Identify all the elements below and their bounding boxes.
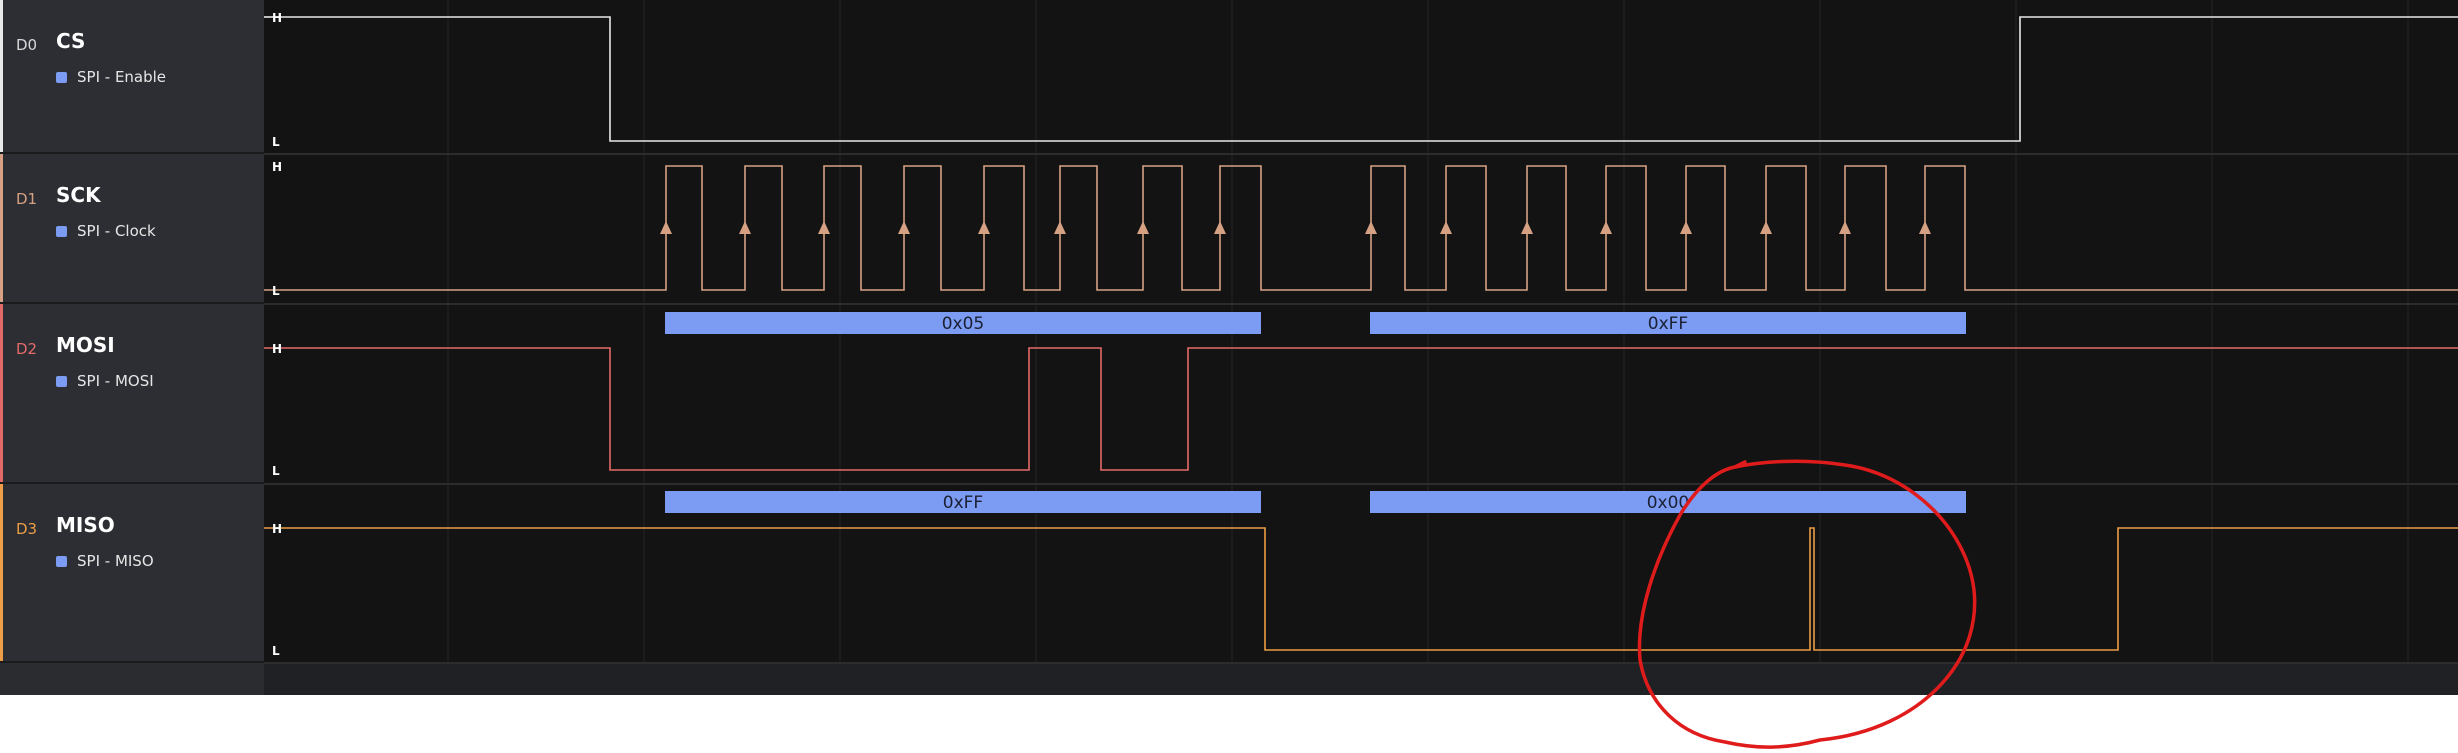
rising-edge-arrow-icon xyxy=(1365,221,1377,234)
analyzer-tag: SPI - Clock xyxy=(56,222,156,240)
sck-rising-edge-markers xyxy=(660,221,1931,234)
analyzer-color-swatch xyxy=(56,555,67,567)
rising-edge-arrow-icon xyxy=(1054,221,1066,234)
channel-accent xyxy=(0,0,3,152)
channel-separators xyxy=(264,153,2458,664)
sck-high-marker: H xyxy=(272,160,282,174)
waveform-scroll-strip[interactable] xyxy=(264,663,2458,695)
miso-high-marker: H xyxy=(272,522,282,536)
rising-edge-arrow-icon xyxy=(1839,221,1851,234)
channel-label-d3[interactable]: D3 MISO SPI - MISO xyxy=(0,484,264,663)
channel-waveform-mosi: 0x05 0xFF H L xyxy=(264,312,2458,478)
channel-name: CS xyxy=(56,29,86,53)
channel-id: D0 xyxy=(16,36,38,54)
annotation-circle xyxy=(1637,459,1977,749)
rising-edge-arrow-icon xyxy=(978,221,990,234)
channel-name: SCK xyxy=(56,183,101,207)
rising-edge-arrow-icon xyxy=(818,221,830,234)
channel-id: D3 xyxy=(16,520,38,538)
mosi-decoded-byte-label: 0x05 xyxy=(942,314,985,334)
analyzer-color-swatch xyxy=(56,225,67,237)
rising-edge-arrow-icon xyxy=(1600,221,1612,234)
mosi-decoded-byte-bar[interactable] xyxy=(665,312,1261,334)
channel-id: D1 xyxy=(16,190,38,208)
cs-signal-trace xyxy=(264,16,2458,142)
analyzer-tag: SPI - Enable xyxy=(56,68,167,86)
channel-id: D2 xyxy=(16,340,38,358)
miso-decoded-byte-bar[interactable] xyxy=(665,491,1261,513)
mosi-decoded-byte-label: 0xFF xyxy=(1648,314,1688,334)
channel-label-d1[interactable]: D1 SCK SPI - Clock xyxy=(0,154,264,304)
mosi-decoded-byte-bar[interactable] xyxy=(1370,312,1966,334)
analyzer-name: SPI - Enable xyxy=(77,68,167,86)
rising-edge-arrow-icon xyxy=(739,221,751,234)
rising-edge-arrow-icon xyxy=(1137,221,1149,234)
channel-label-panel: D0 CS SPI - Enable D1 SCK SPI - Clock D2… xyxy=(0,0,264,695)
cs-low-marker: L xyxy=(272,135,280,149)
cs-high-marker: H xyxy=(272,11,282,25)
channel-label-d2[interactable]: D2 MOSI SPI - MOSI xyxy=(0,304,264,484)
label-panel-footer xyxy=(0,663,264,695)
analyzer-name: SPI - MOSI xyxy=(77,372,154,390)
channel-label-d0[interactable]: D0 CS SPI - Enable xyxy=(0,0,264,154)
channel-waveform-cs: H L xyxy=(264,11,2458,149)
channel-waveform-sck: H L xyxy=(264,160,2458,298)
analyzer-name: SPI - MISO xyxy=(77,552,154,570)
analyzer-tag: SPI - MISO xyxy=(56,552,154,570)
channel-name: MOSI xyxy=(56,333,115,357)
analyzer-tag: SPI - MOSI xyxy=(56,372,154,390)
analyzer-name: SPI - Clock xyxy=(77,222,156,240)
rising-edge-arrow-icon xyxy=(1919,221,1931,234)
miso-decoded-byte-label: 0x00 xyxy=(1647,493,1690,513)
miso-decoded-byte-bar[interactable] xyxy=(1370,491,1966,513)
rising-edge-arrow-icon xyxy=(898,221,910,234)
channel-accent xyxy=(0,154,3,302)
miso-signal-trace xyxy=(264,527,2458,651)
mosi-low-marker: L xyxy=(272,464,280,478)
miso-decoded-byte-label: 0xFF xyxy=(943,493,983,513)
channel-waveform-miso: 0xFF 0x00 H L xyxy=(264,491,2458,658)
mosi-signal-trace xyxy=(264,347,2458,471)
analyzer-color-swatch xyxy=(56,375,67,387)
rising-edge-arrow-icon xyxy=(1760,221,1772,234)
rising-edge-arrow-icon xyxy=(1440,221,1452,234)
sck-signal-trace xyxy=(264,165,2458,291)
miso-low-marker: L xyxy=(272,644,280,658)
channel-accent xyxy=(0,304,3,482)
mosi-high-marker: H xyxy=(272,342,282,356)
sck-low-marker: L xyxy=(272,284,280,298)
analyzer-color-swatch xyxy=(56,71,67,83)
rising-edge-arrow-icon xyxy=(1521,221,1533,234)
rising-edge-arrow-icon xyxy=(1680,221,1692,234)
channel-accent xyxy=(0,484,3,661)
rising-edge-arrow-icon xyxy=(1214,221,1226,234)
rising-edge-arrow-icon xyxy=(660,221,672,234)
channel-name: MISO xyxy=(56,513,115,537)
